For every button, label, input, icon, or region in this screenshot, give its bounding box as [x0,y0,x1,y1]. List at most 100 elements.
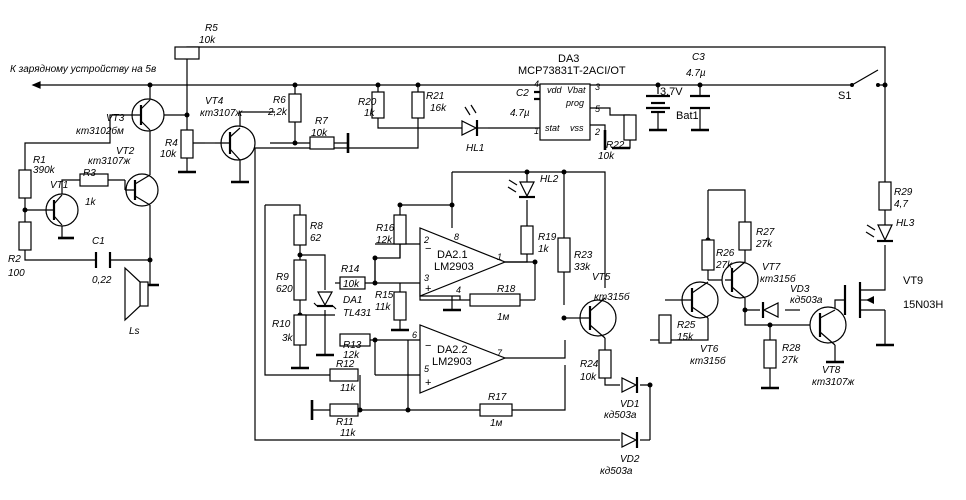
pin-da3-3: 3 [595,82,600,92]
pin-da3-4: 4 [534,79,539,89]
c2-value: 4.7µ [510,108,530,119]
vt2-type: кт3107ж [88,156,131,167]
opamp2-plus: + [425,377,431,389]
da21-part: LM2903 [434,261,474,273]
resistor-r23 [557,237,571,273]
r4-value: 10k [160,149,177,160]
r28-label: R28 [782,343,801,354]
c3-label: C3 [692,52,705,63]
resistor-r24 [598,349,612,379]
speaker-ls [124,266,149,322]
opamp2-minus: − [425,340,431,352]
resistor-r5 [174,46,200,60]
opamp-da22 [419,324,507,394]
resistor-r15 [393,291,407,321]
resistor-r14 [339,276,366,290]
r16-value: 12k [376,235,393,246]
transistor-vt4 [215,125,256,161]
resistor-r29 [878,181,892,211]
r21-value: 16k [430,103,447,114]
da21-label: DA2.1 [437,249,468,261]
r3-value: 1k [85,197,97,208]
vd3-label: VD3 [790,284,810,295]
pin-da22-6: 6 [412,330,417,340]
da3-stat: stat [545,123,560,133]
diode-vd1 [621,377,639,393]
pin-da3-1: 1 [534,126,539,136]
pin-da21-8: 8 [454,232,459,242]
r29-label: R29 [894,187,913,198]
r15-value: 11k [375,302,391,313]
r8-value: 62 [310,233,322,244]
r26-label: R26 [716,248,735,259]
c3-value: 4.7µ [686,68,706,79]
resistor-r26 [701,239,715,271]
r7-label: R7 [315,116,328,127]
r9-value: 620 [276,284,293,295]
vt7-label: VT7 [762,262,781,273]
pin-da3-2: 2 [594,127,600,137]
opamp1-minus: − [425,243,431,255]
vt3-label: VT3 [106,113,125,124]
resistor-r17 [479,403,513,417]
transistor-vt7 [721,261,759,299]
labels: К зарядному устройству на 5в S1 VT9 15N0… [8,23,943,477]
pin-da22-7: 7 [497,348,503,358]
r13-value: 12k [343,350,360,361]
r6-value: 2,2k [267,107,288,118]
resistor-r28 [763,339,777,369]
r4-label: R4 [165,138,178,149]
r16-label: R16 [376,223,395,234]
resistor-r4 [180,129,194,159]
da22-label: DA2.2 [437,344,468,356]
resistor-r16 [393,214,407,245]
vt5-label: VT5 [592,272,611,283]
resistor-r6 [288,93,302,123]
r27-label: R27 [756,227,775,238]
resistor-r8 [293,214,307,246]
c1-value: 0,22 [92,275,112,286]
resistors [18,46,892,417]
r26-value: 27k [715,260,733,271]
diode-vd2 [621,432,639,448]
transistors [45,98,886,346]
r13-label: R13 [343,340,362,351]
r23-value: 33k [574,262,591,273]
resistor-r13 [339,333,371,347]
r7-value: 10k [311,128,328,139]
resistor-r22 [623,114,637,141]
da3-part: MCP73831T-2ACI/OT [518,65,626,77]
resistor-r11 [329,403,359,417]
battery-label: Bat1 [676,110,699,122]
transistor-vt6 [680,281,719,319]
r22-value: 10k [598,151,615,162]
da3-vss: vss [570,123,584,133]
switch-s1 [850,69,880,87]
r19-label: R19 [538,232,557,243]
da1-label: DA1 [343,295,362,306]
r11-value: 11k [340,428,356,439]
r18-value: 1м [497,312,510,323]
pin-da3-5: 5 [595,104,601,114]
vt5-type: кт315б [594,291,630,303]
r17-label: R17 [488,392,507,403]
vt6-type: кт315б [690,355,726,367]
vt1-label: VT1 [50,180,68,191]
opamp1-plus: + [425,283,431,295]
ic-da3 [539,83,591,141]
transistor-vt3 [130,98,165,132]
ground-symbols [58,128,894,420]
r18-label: R18 [497,284,516,295]
r20-label: R20 [358,97,377,108]
r24-value: 10k [580,372,597,383]
diode-vd3 [761,302,779,318]
c2-label: C2 [516,88,529,99]
r22-label: R22 [606,140,625,151]
speaker-label: Ls [129,326,140,337]
vt8-type: кт3107ж [812,377,855,388]
r5-value: 10k [199,35,216,46]
r3-label: R3 [83,168,96,179]
vt7-type: кт315б [760,273,796,285]
vt2-label: VT2 [116,146,135,157]
